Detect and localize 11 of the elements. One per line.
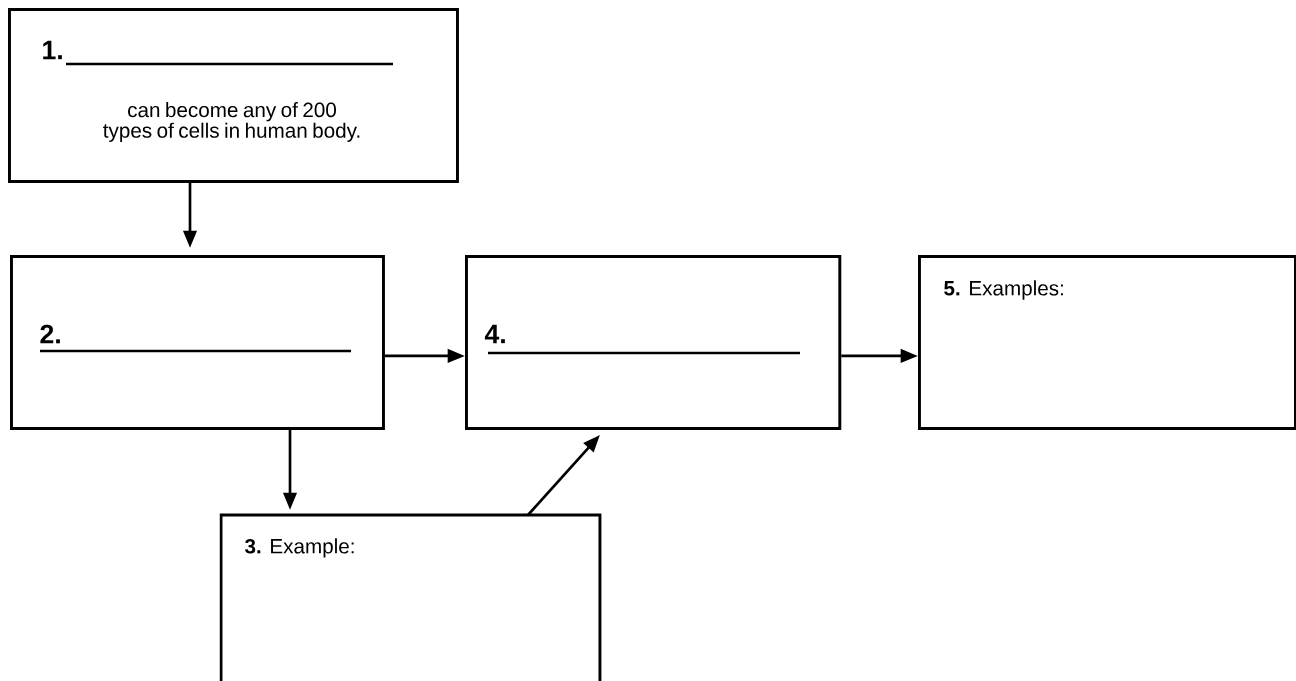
box-text: 5. Examples: xyxy=(944,280,1063,300)
step-number: 4. xyxy=(484,324,505,344)
step-number: 2. xyxy=(40,324,60,344)
box xyxy=(465,255,842,430)
box xyxy=(918,255,1296,430)
box xyxy=(219,513,602,681)
box xyxy=(8,8,459,183)
step-number: 1. xyxy=(43,40,62,60)
box xyxy=(10,255,385,430)
box-text: 3. Example: xyxy=(244,538,354,558)
box-text: can become any of 200 types of cells in human body. xyxy=(103,102,360,142)
